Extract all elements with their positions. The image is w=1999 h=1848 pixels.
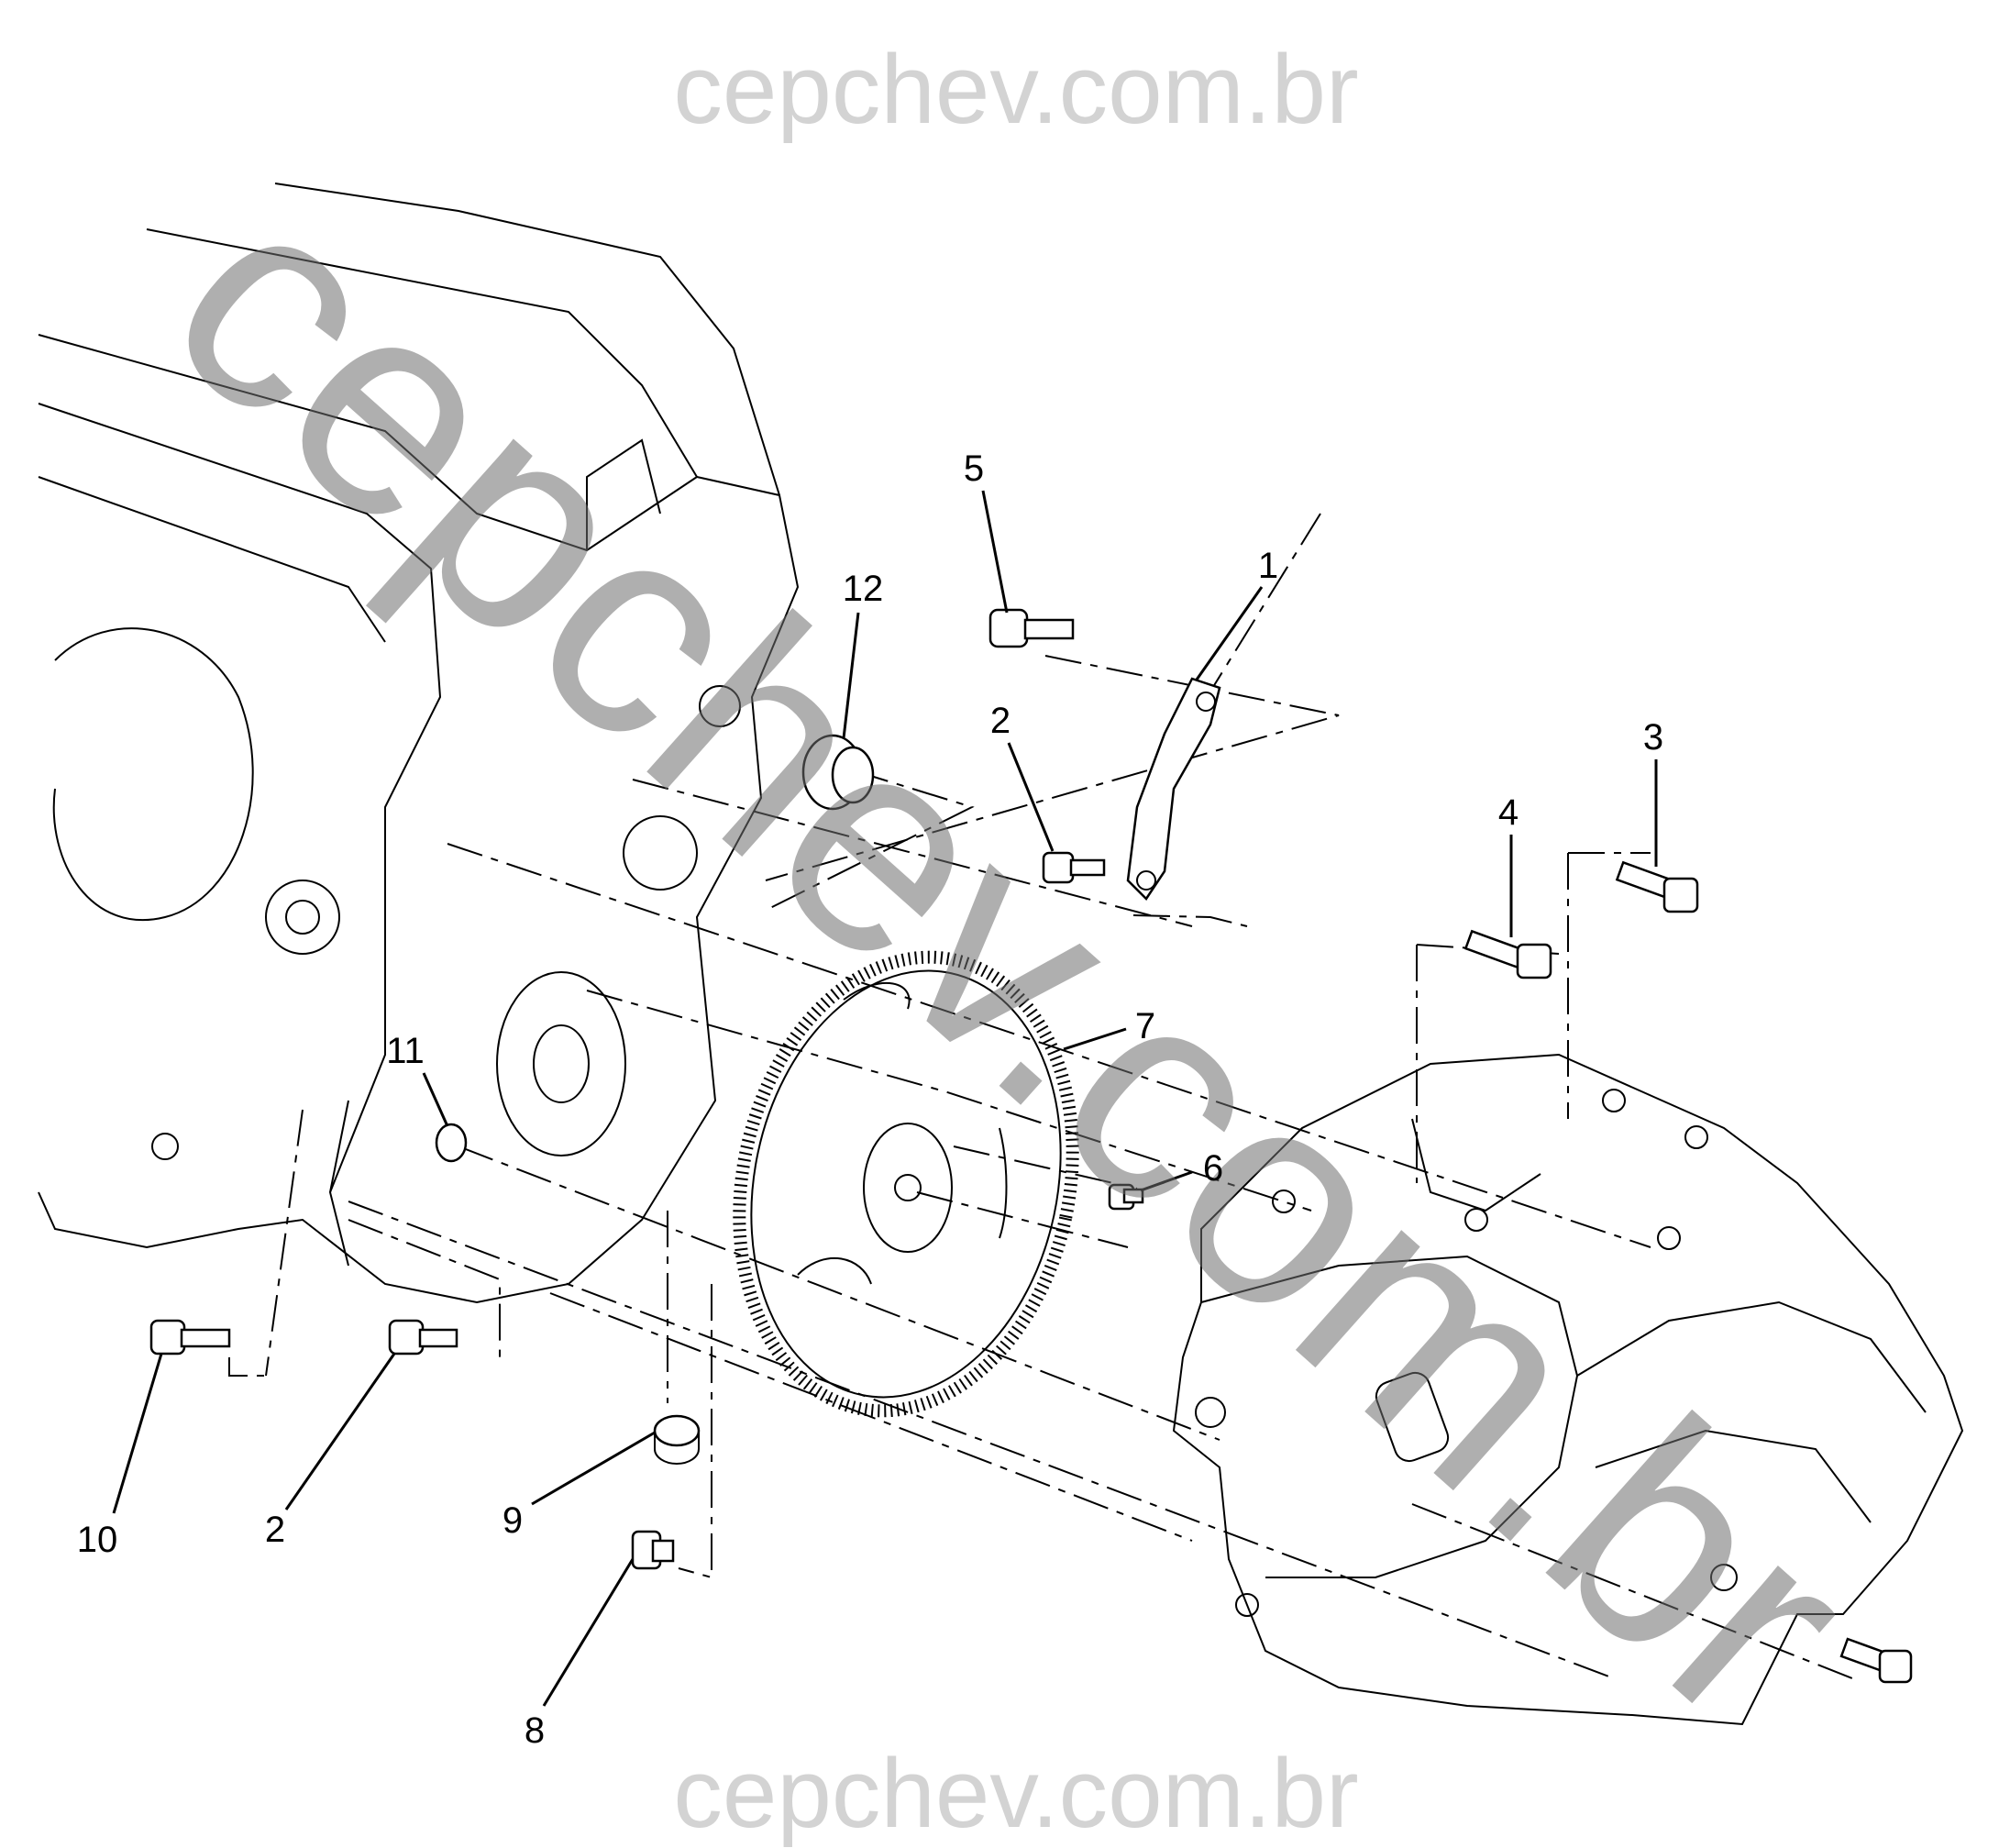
flywheel <box>733 950 1079 1418</box>
alignment-lines <box>228 513 1853 1679</box>
bolt-5 <box>988 608 1075 648</box>
dowel-12 <box>801 734 875 811</box>
bracket-1 <box>1126 677 1221 901</box>
bolt-2-top <box>1042 851 1106 884</box>
bolt-2-bottom <box>388 1319 458 1356</box>
dowel-11 <box>435 1123 468 1163</box>
plug-9 <box>653 1414 701 1465</box>
callout-10: 10 <box>76 1520 118 1560</box>
callout-9: 9 <box>502 1500 524 1541</box>
bolt-10 <box>149 1319 231 1356</box>
bolt-6 <box>1108 1183 1144 1211</box>
watermark-bottom: cepchev.com.br <box>673 1738 1359 1848</box>
callout-6: 6 <box>1202 1148 1224 1189</box>
callout-5: 5 <box>963 448 985 489</box>
engine-assembly <box>38 183 800 1304</box>
callout-8: 8 <box>524 1710 546 1751</box>
callout-2-top: 2 <box>989 701 1011 741</box>
bolt-8 <box>631 1530 675 1570</box>
callout-4: 4 <box>1497 792 1519 833</box>
callout-11: 11 <box>386 1031 425 1071</box>
callout-2-bottom: 2 <box>264 1510 286 1550</box>
callout-3: 3 <box>1642 717 1664 758</box>
fasteners <box>149 608 1913 1684</box>
bolt-transmission <box>1839 1637 1913 1684</box>
callout-1: 1 <box>1257 546 1279 586</box>
callout-12: 12 <box>842 569 884 609</box>
bolt-3 <box>1615 860 1699 913</box>
leader-lines <box>112 490 1658 1707</box>
watermark-top: cepchev.com.br <box>673 34 1359 144</box>
bolt-4 <box>1463 929 1552 979</box>
transmission-assembly <box>1172 1053 1964 1726</box>
callout-7: 7 <box>1134 1006 1156 1046</box>
